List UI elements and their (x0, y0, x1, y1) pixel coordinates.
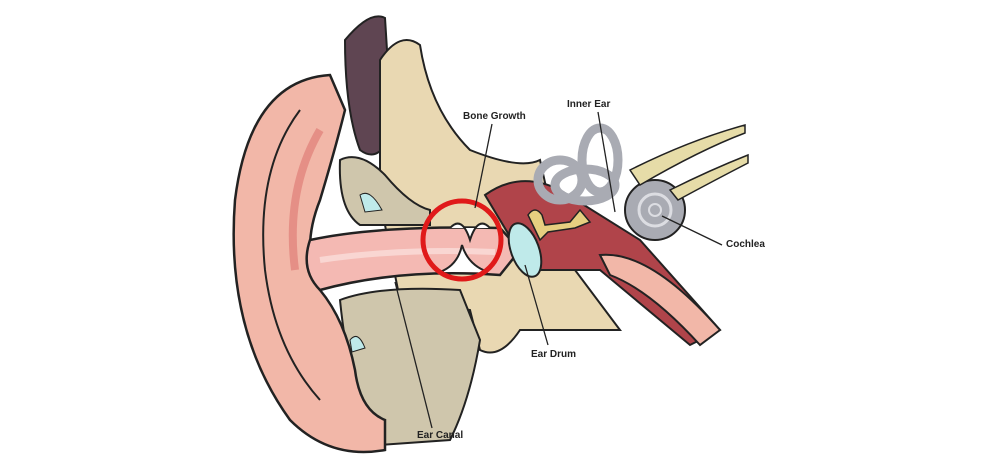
label-bone-growth: Bone Growth (463, 111, 526, 122)
vestibular-nerve (668, 153, 749, 201)
ear-canal (305, 226, 522, 292)
bone-growth-lower (439, 244, 489, 273)
auditory-nerve (628, 124, 746, 187)
eardrum (507, 222, 543, 278)
label-cochlea: Cochlea (726, 239, 765, 250)
eustachian-tube (598, 253, 722, 347)
ossicles (527, 208, 592, 242)
upper-concha (338, 156, 431, 226)
label-ear-drum: Ear Drum (531, 349, 577, 360)
bone-growth-upper (449, 222, 491, 244)
fluid-pocket-lower (349, 335, 366, 353)
canal-stripe (319, 248, 496, 263)
semicircular-canals (533, 123, 623, 206)
label-inner-ear: Inner Ear (567, 99, 611, 110)
leader-lines (394, 111, 723, 429)
pinna-fold-inner (288, 127, 324, 271)
label-ear-canal: Ear Canal (417, 430, 464, 441)
bone-growth-highlight (420, 198, 504, 282)
fluid-pocket (359, 192, 383, 213)
cochlea (624, 179, 686, 241)
cochlea-spiral-inner (648, 203, 662, 217)
cochlea-spiral (637, 192, 673, 228)
pinna-fold (262, 109, 321, 401)
